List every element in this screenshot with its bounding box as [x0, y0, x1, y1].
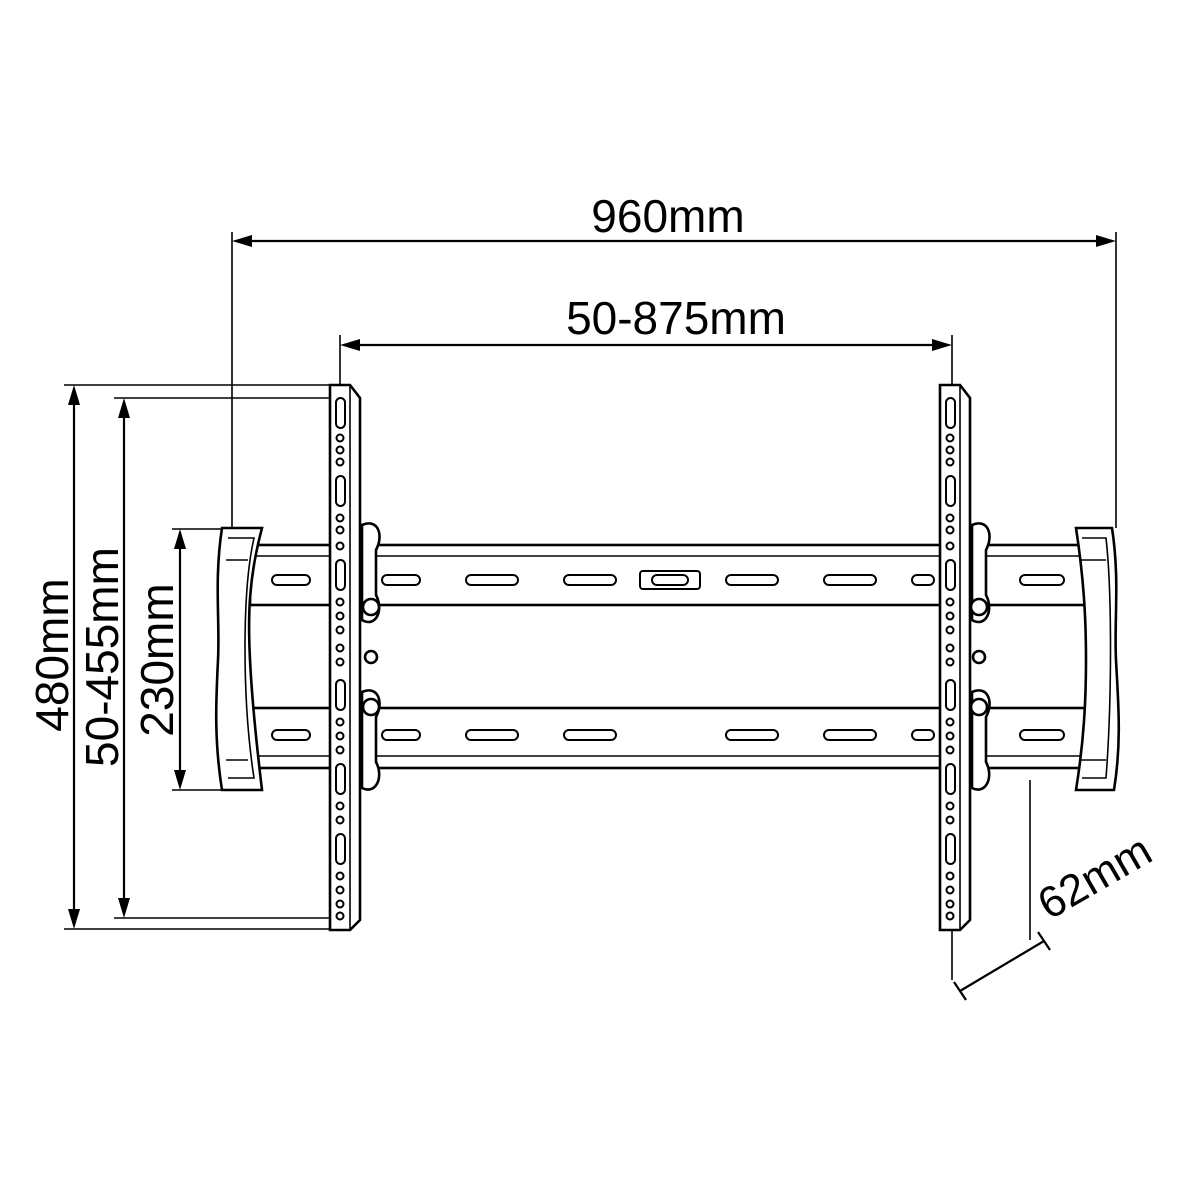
overall-width-dimension: 960mm	[231, 190, 1117, 528]
left-upper-knuckle	[360, 522, 381, 624]
right-upper-knuckle	[970, 522, 991, 624]
left-lower-bolt	[361, 697, 381, 717]
overall-height-dimension: 480mm	[26, 384, 340, 930]
right-lower-bolt	[969, 697, 989, 717]
overall-height-label: 480mm	[26, 578, 78, 731]
right-upper-bolt	[969, 597, 989, 617]
wall-depth-dimension: 62mm	[951, 780, 1160, 1001]
right-middle-bolt	[971, 649, 987, 665]
right-vertical-arm	[938, 383, 991, 932]
left-upper-bolt	[361, 597, 381, 617]
left-end-bracket	[214, 526, 264, 792]
overall-width-label: 960mm	[591, 190, 744, 242]
wall-depth-label: 62mm	[1030, 826, 1160, 930]
vesa-horizontal-label: 50-875mm	[566, 292, 786, 344]
left-middle-bolt	[363, 649, 379, 665]
wall-plate-height-label: 230mm	[131, 583, 183, 736]
vesa-vertical-dimension: 50-455mm	[76, 397, 340, 919]
vesa-vertical-label: 50-455mm	[76, 547, 128, 767]
vesa-horizontal-dimension: 50-875mm	[339, 292, 953, 385]
left-vertical-arm	[328, 383, 381, 932]
right-end-bracket	[1074, 526, 1121, 792]
